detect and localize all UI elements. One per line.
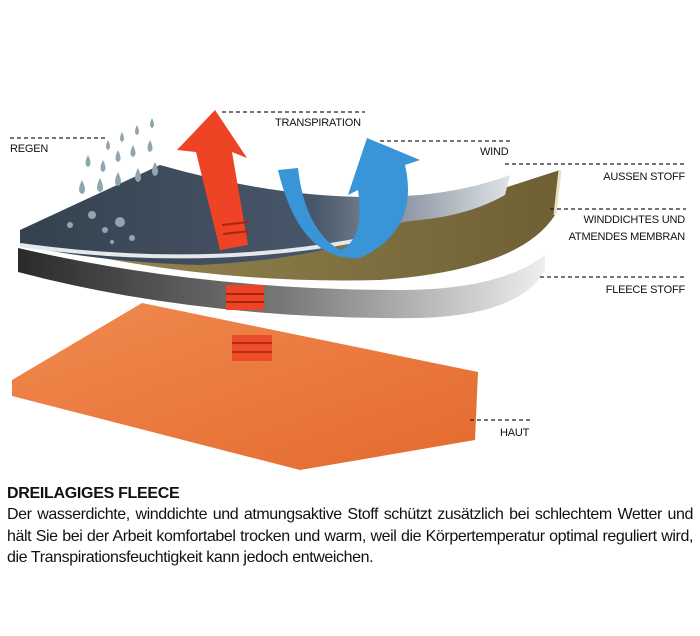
label-aussen-stoff: AUSSEN STOFF bbox=[603, 171, 685, 183]
transpiration-arrow-icon bbox=[177, 110, 251, 250]
label-fleece-stoff: FLEECE STOFF bbox=[606, 284, 686, 296]
three-layer-fleece-diagram: TRANSPIRATION REGEN WIND AUSSEN STOFF WI… bbox=[10, 110, 686, 470]
label-wind: WIND bbox=[480, 146, 509, 158]
label-membran-line1: WINDDICHTES UND bbox=[584, 214, 686, 226]
label-regen: REGEN bbox=[10, 143, 48, 155]
skin-layer bbox=[12, 303, 478, 470]
outer-fabric-edge bbox=[19, 238, 361, 259]
fleece-layer bbox=[18, 248, 545, 319]
label-haut: HAUT bbox=[500, 427, 530, 439]
wind-arrow-icon bbox=[278, 138, 420, 259]
heat-stripes-middle bbox=[226, 285, 264, 310]
heat-stripes-bottom bbox=[232, 335, 272, 361]
membrane-edge bbox=[553, 169, 562, 216]
label-transpiration: TRANSPIRATION bbox=[275, 117, 361, 129]
rain-drops-icon bbox=[67, 118, 158, 244]
caption-title: DREILAGIGES FLEECE bbox=[7, 485, 180, 502]
caption-body: Der wasserdichte, winddichte und atmungs… bbox=[7, 506, 693, 566]
label-membran-line2: ATMENDES MEMBRAN bbox=[569, 231, 686, 243]
outer-fabric-layer bbox=[20, 165, 510, 265]
caption: DREILAGIGES FLEECE Der wasserdichte, win… bbox=[7, 484, 693, 569]
